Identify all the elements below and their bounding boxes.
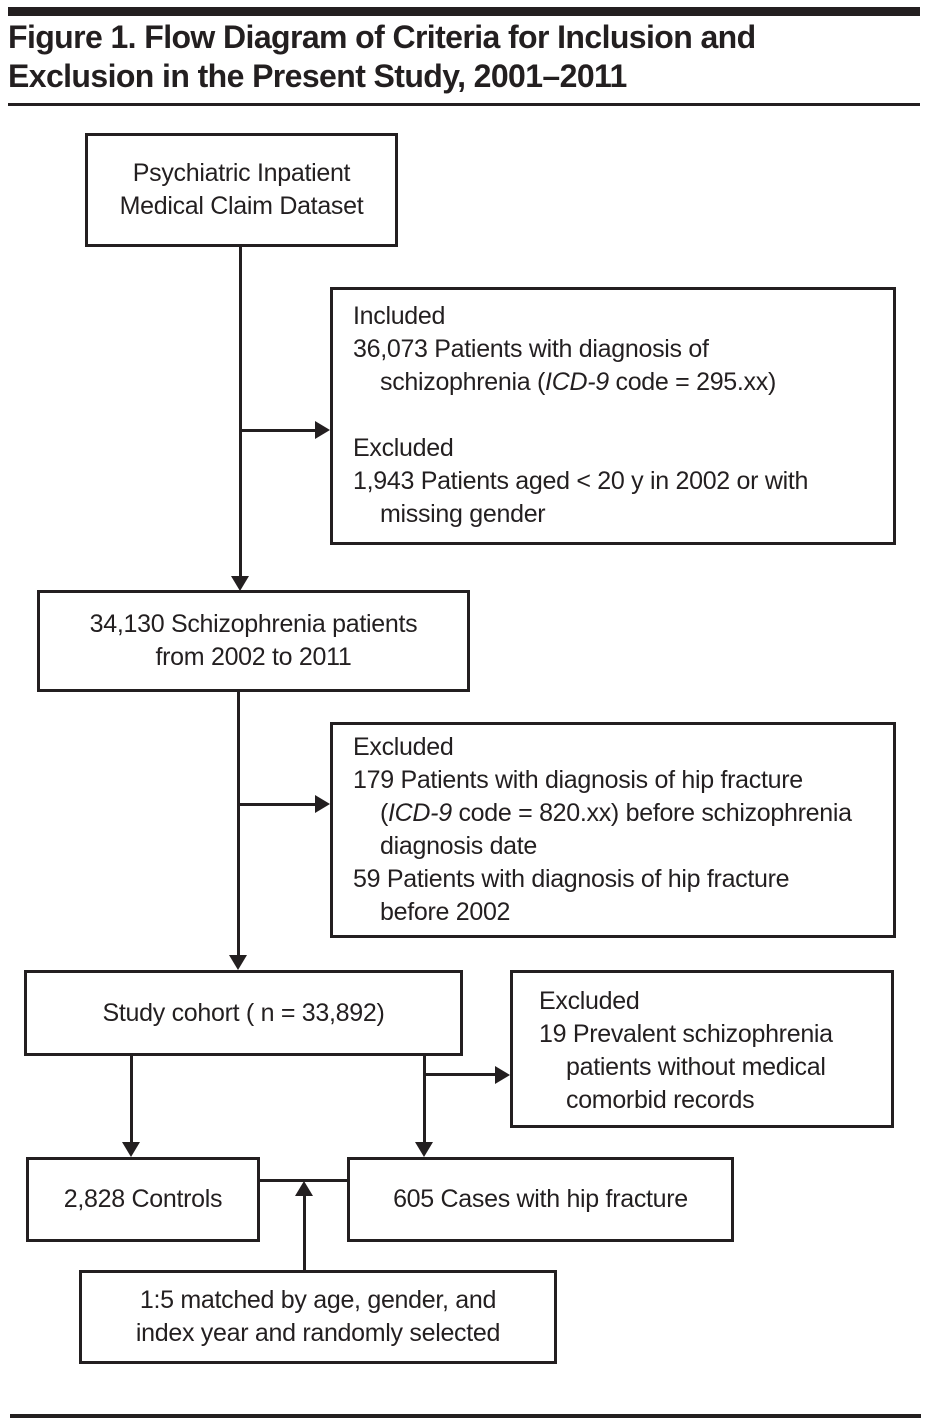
- box-controls: 2,828 Controls: [26, 1157, 260, 1242]
- box-line: from 2002 to 2011: [155, 643, 352, 671]
- icd9-italic: ICD-9: [545, 368, 609, 396]
- connector-study-to-controls-line: [130, 1056, 133, 1143]
- box-comorbid-excluded: Excluded 19 Prevalent schizophrenia pati…: [510, 970, 894, 1128]
- box-line: index year and randomly selected: [135, 1319, 501, 1347]
- box-line: 34,130 Schizophrenia patients: [89, 610, 418, 638]
- excluded-label: Excluded: [353, 434, 454, 462]
- arrow-up-icon: [295, 1181, 313, 1196]
- connector-to-hip-exclusion-line: [237, 803, 315, 806]
- box-psychiatric-dataset: Psychiatric Inpatient Medical Claim Data…: [85, 133, 398, 247]
- connector-study-to-cases-line: [423, 1056, 426, 1143]
- arrow-right-icon: [315, 421, 330, 439]
- connector-controls-cases-line: [259, 1179, 347, 1182]
- box-line: 1:5 matched by age, gender, and: [139, 1286, 497, 1314]
- box-line: 59 Patients with diagnosis of hip fractu…: [353, 865, 790, 893]
- box-line: Psychiatric Inpatient: [132, 159, 351, 187]
- arrow-down-icon: [122, 1142, 140, 1157]
- connector-to-comorbid-exclusion-line: [423, 1073, 495, 1076]
- box-matching-note: 1:5 matched by age, gender, and index ye…: [79, 1270, 557, 1364]
- box-line: schizophrenia (ICD-9 code = 295.xx): [380, 368, 776, 396]
- top-bar: [8, 7, 920, 16]
- box-line: before 2002: [380, 898, 511, 926]
- icd9-italic: ICD-9: [388, 799, 452, 827]
- box-line: (ICD-9 code = 820.xx) before schizophren…: [380, 799, 852, 827]
- box-line: 605 Cases with hip fracture: [393, 1185, 688, 1213]
- box-included-excluded-initial: Included 36,073 Patients with diagnosis …: [330, 287, 896, 545]
- box-line: patients without medical: [566, 1053, 826, 1081]
- excluded-label: Excluded: [353, 733, 454, 761]
- included-label: Included: [353, 302, 446, 330]
- excluded-label: Excluded: [539, 987, 640, 1015]
- box-cases: 605 Cases with hip fracture: [347, 1157, 734, 1242]
- box-hip-fracture-excluded: Excluded 179 Patients with diagnosis of …: [330, 722, 896, 938]
- box-line: Medical Claim Dataset: [119, 192, 364, 220]
- box-line: 19 Prevalent schizophrenia: [539, 1020, 833, 1048]
- figure-title-line2: Exclusion in the Present Study, 2001–201…: [8, 58, 627, 94]
- box-schizophrenia-patients: 34,130 Schizophrenia patients from 2002 …: [37, 590, 470, 692]
- connector-dataset-to-cohort-line: [239, 247, 242, 576]
- bottom-rule: [10, 1414, 921, 1418]
- arrow-down-icon: [415, 1142, 433, 1157]
- title-rule: [8, 103, 920, 106]
- connector-to-first-selection-line: [239, 429, 315, 432]
- box-line: 1,943 Patients aged < 20 y in 2002 or wi…: [353, 467, 809, 495]
- box-line: comorbid records: [566, 1086, 755, 1114]
- figure-title: Figure 1. Flow Diagram of Criteria for I…: [8, 18, 920, 96]
- box-line: missing gender: [380, 500, 546, 528]
- blank-line: [353, 399, 885, 432]
- box-study-cohort: Study cohort ( n = 33,892): [24, 970, 463, 1056]
- connector-cohort-to-study-line: [237, 692, 240, 955]
- box-line: diagnosis date: [380, 832, 538, 860]
- box-line: 2,828 Controls: [63, 1185, 223, 1213]
- box-line: Study cohort ( n = 33,892): [102, 998, 385, 1027]
- figure-title-line1: Figure 1. Flow Diagram of Criteria for I…: [8, 19, 756, 55]
- connector-matching-line: [303, 1196, 306, 1270]
- box-line: 179 Patients with diagnosis of hip fract…: [353, 766, 803, 794]
- arrow-down-icon: [231, 576, 249, 591]
- arrow-right-icon: [495, 1066, 510, 1084]
- box-line: 36,073 Patients with diagnosis of: [353, 335, 709, 363]
- arrow-down-icon: [229, 955, 247, 970]
- arrow-right-icon: [315, 795, 330, 813]
